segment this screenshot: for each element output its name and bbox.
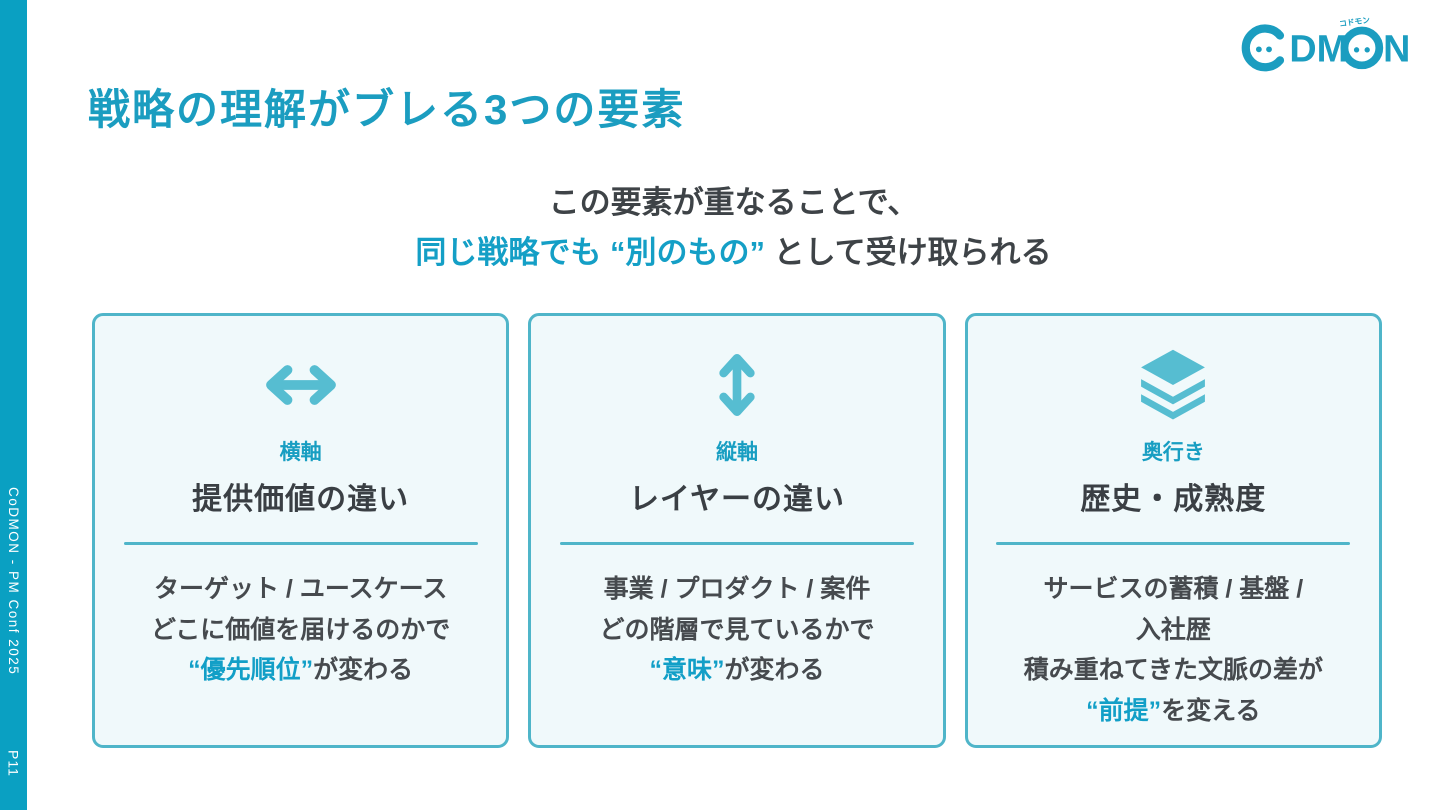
body-suffix: が変わる — [313, 656, 414, 684]
logo-katakana: コドモン — [1339, 16, 1371, 29]
subtitle: この要素が重なることで、 同じ戦略でも “別のもの” として受け取られる — [27, 178, 1440, 277]
logo-c-eye-left — [1255, 46, 1262, 53]
codmon-logo: DM N コドモン — [1240, 15, 1418, 74]
body-line: “意味”が変わる — [599, 650, 874, 691]
codmon-logo-icon: DM N コドモン — [1241, 15, 1410, 72]
card-divider — [996, 542, 1351, 545]
card-heading: 歴史・成熟度 — [1080, 483, 1267, 516]
card-vertical-axis: 縦軸 レイヤーの違い 事業 / プロダクト / 案件 どの階層で見ているかで “… — [528, 313, 946, 748]
logo-letter-o — [1340, 26, 1384, 70]
card-horizontal-axis: 横軸 提供価値の違い ターゲット / ユースケース どこに価値を届けるのかで “… — [92, 313, 510, 748]
subtitle-rest: として受け取られる — [773, 234, 1052, 270]
logo-letters-dm: DM — [1289, 27, 1348, 69]
card-heading: 提供価値の違い — [192, 483, 410, 516]
logo-o-eye-right — [1364, 47, 1370, 53]
card-divider — [560, 542, 914, 545]
card-body: サービスの蓄積 / 基盤 / 入社歴 積み重ねてきた文脈の差が “前提”を変える — [1024, 569, 1323, 731]
sidebar-conference-label: CoDMON - PM Conf 2025 — [6, 487, 21, 676]
subtitle-line1: この要素が重なることで、 — [548, 185, 919, 220]
body-suffix: を変える — [1161, 696, 1261, 725]
body-line: “優先順位”が変わる — [151, 650, 450, 691]
body-line: サービスの蓄積 / 基盤 / — [1043, 575, 1304, 603]
body-line: どこに価値を届けるのかで — [151, 615, 451, 644]
body-line: 事業 / プロダクト / 案件 — [603, 575, 871, 603]
body-highlight: “前提” — [1086, 696, 1162, 725]
card-divider — [123, 542, 478, 545]
horizontal-arrow-icon — [256, 344, 346, 426]
card-depth: 奥行き 歴史・成熟度 サービスの蓄積 / 基盤 / 入社歴 積み重ねてきた文脈の… — [964, 313, 1382, 748]
logo-o-eye-left — [1353, 47, 1360, 53]
vertical-arrow-icon — [710, 344, 764, 426]
body-suffix: が変わる — [724, 656, 825, 684]
axis-label: 横軸 — [279, 441, 322, 464]
body-line: 積み重ねてきた文脈の差が — [1023, 656, 1323, 684]
sidebar: CoDMON - PM Conf 2025 P11 — [0, 0, 27, 810]
body-line: ターゲット / ユースケース — [153, 575, 448, 603]
logo-c-eye-right — [1266, 46, 1272, 53]
card-body: ターゲット / ユースケース どこに価値を届けるのかで “優先順位”が変わる — [151, 569, 450, 691]
subtitle-highlight: 同じ戦略でも “別のもの” — [415, 234, 774, 270]
card-heading: レイヤーの違い — [628, 483, 846, 516]
body-highlight: “意味” — [649, 656, 725, 684]
factor-cards: 横軸 提供価値の違い ターゲット / ユースケース どこに価値を届けるのかで “… — [92, 313, 1382, 748]
layers-icon — [1131, 344, 1215, 426]
page-title: 戦略の理解がブレる3つの要素 — [88, 86, 686, 133]
body-highlight: “優先順位” — [188, 656, 314, 684]
subtitle-line2: 同じ戦略でも “別のもの” として受け取られる — [27, 228, 1440, 278]
body-line: どの階層で見ているかで — [599, 615, 875, 644]
logo-letter-c — [1241, 24, 1285, 72]
axis-label: 縦軸 — [715, 441, 758, 464]
sidebar-page-number: P11 — [5, 750, 22, 777]
body-line: “前提”を変える — [1024, 691, 1323, 732]
logo-letter-n: N — [1383, 27, 1410, 69]
card-body: 事業 / プロダクト / 案件 どの階層で見ているかで “意味”が変わる — [599, 569, 874, 691]
axis-label: 奥行き — [1141, 441, 1205, 464]
body-line: 入社歴 — [1135, 615, 1211, 644]
